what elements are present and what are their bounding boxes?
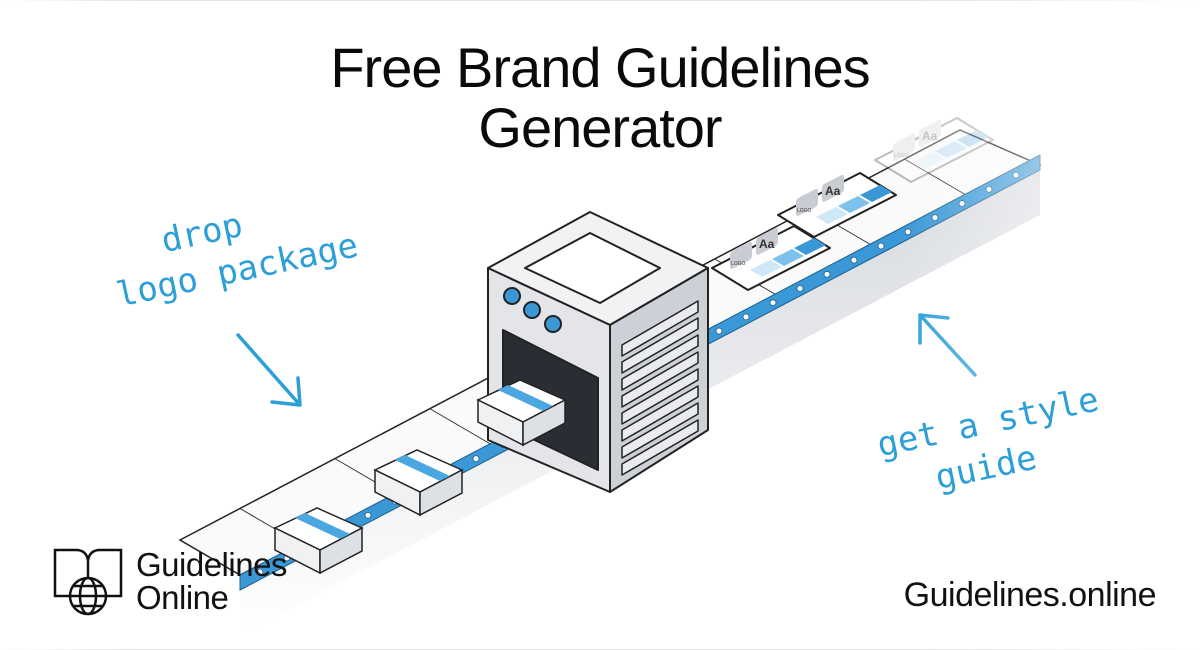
book-globe-icon (53, 548, 123, 616)
arrow-down-right-icon (236, 333, 302, 407)
card-type-label: Aa (825, 184, 841, 198)
card-type-label: Aa (759, 237, 775, 251)
rail-hole (850, 256, 858, 264)
machine-button (503, 287, 521, 305)
rail-hole (904, 228, 912, 236)
rail-hole (364, 511, 372, 519)
rail-hole (715, 327, 723, 335)
card-logo-label: LOGO (797, 208, 812, 214)
rail-hole (742, 313, 750, 321)
rail-hole (958, 200, 966, 207)
rail-hole (472, 455, 480, 463)
rail-hole (796, 285, 804, 292)
machine-button (523, 301, 541, 319)
rail-hole (985, 185, 993, 193)
card-logo-label: LOGO (731, 261, 746, 267)
brand-name-line-2: Online (136, 579, 229, 616)
brand-logo: Guidelines Online (52, 546, 287, 616)
title-line-1: Free Brand Guidelines (330, 36, 870, 99)
machine-button (544, 315, 562, 333)
rail-hole (823, 270, 831, 278)
website-link[interactable]: Guidelines.online (903, 576, 1157, 614)
page-title: Free Brand Guidelines Generator (0, 38, 1200, 158)
title-line-2: Generator (478, 96, 722, 159)
rail-hole (1012, 171, 1020, 179)
arrow-up-left-icon (918, 313, 977, 377)
machine (487, 211, 709, 493)
rail-hole (769, 299, 777, 307)
rail-hole (877, 242, 885, 250)
rail-hole (931, 214, 939, 222)
brand-name-line-1: Guidelines (136, 546, 287, 583)
